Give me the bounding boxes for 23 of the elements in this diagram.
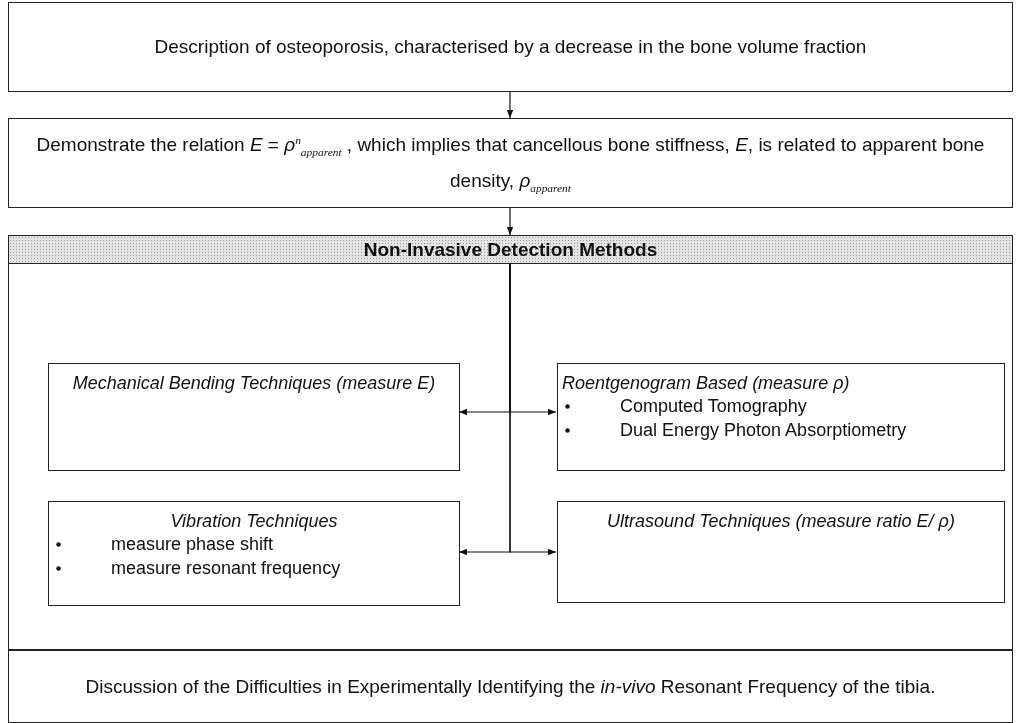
process-box	[557, 501, 1005, 603]
process-box	[48, 501, 460, 606]
box-heading: Roentgenogram Based (measure ρ)	[562, 372, 851, 395]
section-panel	[8, 235, 1013, 650]
process-box	[48, 363, 460, 471]
box-heading: Mechanical Bending Techniques (measure E)	[71, 372, 437, 395]
box-heading: Ultrasound Techniques (measure ratio E/ ρ)	[606, 510, 956, 533]
box-heading: Vibration Techniques	[169, 510, 339, 533]
box-text: Discussion of the Difficulties in Experimentally Identifying the in-vivo Resonant Frequency of the tibia.	[85, 674, 936, 699]
arrow	[506, 91, 514, 119]
bullet-item: Computed Tomography	[620, 396, 807, 417]
arrow	[509, 262, 557, 556]
bullet-item: measure phase shift	[111, 534, 274, 555]
box-text: Demonstrate the relation E = ρ$^{n}$$_{apparent}$ , which implies that cancellous bone stiffness, E, is related to apparent bone density, ρ$_{apparent}$	[35, 132, 986, 196]
process-box	[8, 2, 1013, 92]
section-heading: Non-Invasive Detection Methods	[362, 238, 659, 262]
arrow	[506, 207, 514, 236]
box-text: Description of osteoporosis, characterised by a decrease in the bone volume fraction	[154, 35, 867, 60]
bullet-item: Dual Energy Photon Absorptiometry	[620, 419, 907, 440]
process-box	[8, 118, 1013, 208]
bullet-item: measure resonant frequency	[111, 557, 341, 578]
process-box	[557, 363, 1005, 471]
process-box	[8, 650, 1013, 723]
